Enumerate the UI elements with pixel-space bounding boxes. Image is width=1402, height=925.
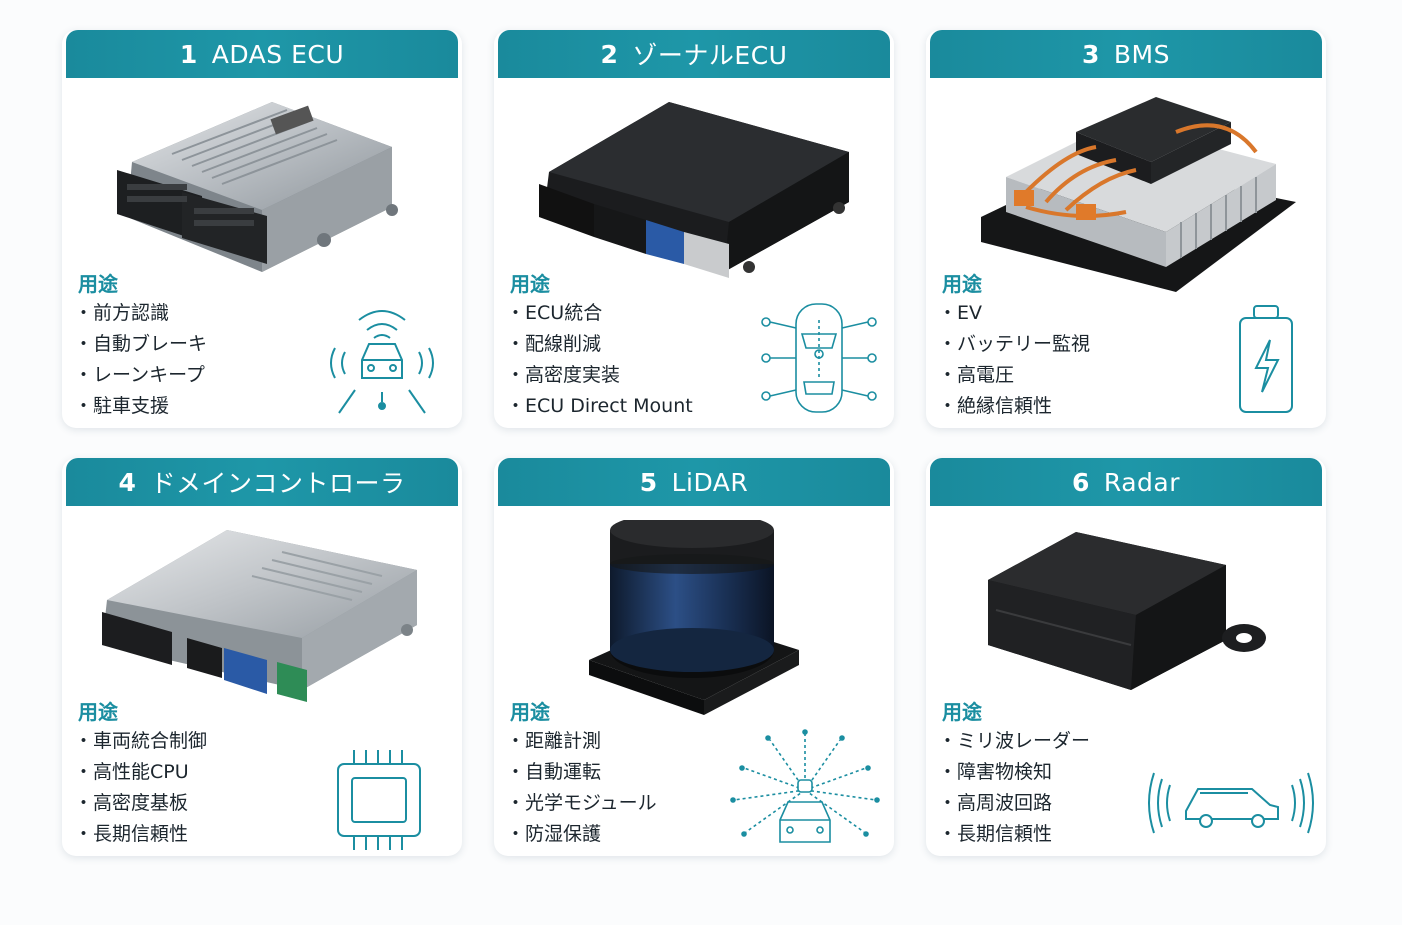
lidar-image [589,520,799,715]
card-adas-ecu: 1 ADAS ECU 用途 前方認識 自動ブレーキ レーンキープ 駐車支援 [62,30,462,428]
use-list: 距離計測 自動運転 光学モジュール 防湿保護 [506,726,657,850]
use-list: ミリ波レーダー 障害物検知 高周波回路 長期信頼性 [938,726,1090,850]
use-item: ミリ波レーダー [938,726,1090,757]
use-item: 防湿保護 [506,819,657,850]
use-label: 用途 [942,272,982,296]
use-item: 前方認識 [74,298,207,329]
use-item: 高密度実装 [506,360,693,391]
use-item: EV [938,298,1090,329]
use-item: 配線削減 [506,329,693,360]
use-item: ECU統合 [506,298,693,329]
battery-bolt-icon [1239,305,1293,413]
card-title: ドメインコントローラ [150,469,406,498]
radar-image [988,532,1266,690]
use-item: 高密度基板 [74,788,207,819]
card-header: 5 LiDAR [498,458,890,506]
car-sensor-waves-icon [330,310,434,414]
card-bms: 3 BMS 用途 EV バッテリー監視 高電圧 絶縁信頼性 [926,30,1326,428]
use-list: 前方認識 自動ブレーキ レーンキープ 駐車支援 [74,298,207,422]
card-domain-controller: 4 ドメインコントローラ 用途 車両統合制御 高性能CPU 高密度基板 長期信頼… [62,458,462,856]
card-title: BMS [1113,39,1170,69]
use-list: 車両統合制御 高性能CPU 高密度基板 長期信頼性 [74,726,207,850]
zonal-ecu-image [539,102,849,278]
use-item: ECU Direct Mount [506,391,693,422]
card-lidar: 5 LiDAR 用途 距離計測 自動運転 光学モジュール 防湿保護 [494,458,894,856]
use-label: 用途 [78,700,118,724]
use-list: EV バッテリー監視 高電圧 絶縁信頼性 [938,298,1090,422]
use-item: 光学モジュール [506,788,657,819]
lidar-burst-icon [730,729,880,843]
use-item: 自動運転 [506,757,657,788]
chip-icon [337,750,421,850]
use-item: 距離計測 [506,726,657,757]
bms-battery-image [981,97,1296,292]
card-number: 5 [639,467,658,497]
use-item: 自動ブレーキ [74,329,207,360]
car-network-icon [761,303,877,413]
use-item: 高電圧 [938,360,1090,391]
card-number: 6 [1071,467,1090,497]
card-number: 3 [1082,39,1100,69]
use-item: 高周波回路 [938,788,1090,819]
domain-controller-image [102,530,417,702]
use-item: レーンキープ [74,360,207,391]
use-label: 用途 [510,272,550,296]
card-title: LiDAR [671,467,749,497]
card-header: 1 ADAS ECU [66,30,458,78]
card-header: 4 ドメインコントローラ [66,458,458,506]
card-header: 2 ゾーナルECU [498,30,890,78]
use-item: 高性能CPU [74,757,207,788]
card-header: 6 Radar [930,458,1322,506]
card-zonal-ecu: 2 ゾーナルECU 用途 ECU統合 配線削減 高密度実装 ECU Direct… [494,30,894,428]
use-label: 用途 [942,700,982,724]
use-item: 駐車支援 [74,391,207,422]
card-radar: 6 Radar 用途 ミリ波レーダー 障害物検知 高周波回路 長期信頼性 [926,458,1326,856]
use-item: 長期信頼性 [938,819,1090,850]
use-item: バッテリー監視 [938,329,1090,360]
use-label: 用途 [78,272,118,296]
card-number: 1 [179,39,198,69]
card-title: ADAS ECU [211,39,345,69]
card-number: 2 [600,39,619,69]
use-item: 障害物検知 [938,757,1090,788]
use-item: 車両統合制御 [74,726,207,757]
use-list: ECU統合 配線削減 高密度実装 ECU Direct Mount [506,298,693,422]
card-number: 4 [118,467,137,497]
use-label: 用途 [510,700,550,724]
adas-ecu-image [117,102,398,272]
radar-car-icon [1148,772,1314,834]
card-title: ゾーナルECU [632,41,788,70]
card-header: 3 BMS [930,30,1322,78]
card-title: Radar [1103,467,1180,497]
use-item: 絶縁信頼性 [938,391,1090,422]
use-item: 長期信頼性 [74,819,207,850]
